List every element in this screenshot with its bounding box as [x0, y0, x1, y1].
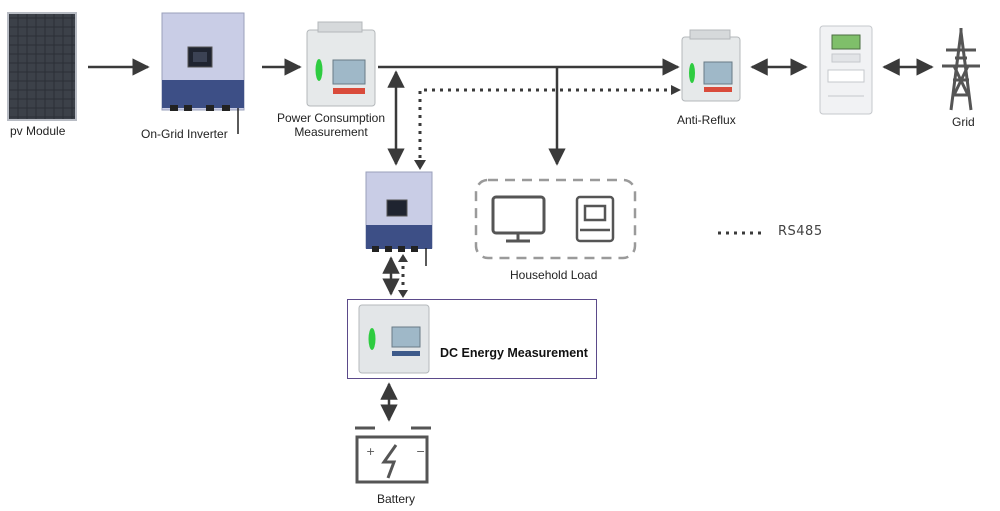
hybrid-inverter-icon: [365, 171, 433, 266]
on-grid-inverter-icon: [161, 12, 245, 134]
grid-meter-icon: [819, 25, 873, 115]
rs485-arrow-head: [414, 160, 426, 170]
pv-module-icon: [7, 12, 77, 121]
battery-icon: + −: [355, 426, 431, 484]
rs485-dc-arrow-down: [398, 290, 408, 298]
power-meter-icon: [306, 21, 376, 107]
measurement-label: Measurement: [294, 125, 368, 139]
on-grid-inverter-label: On-Grid Inverter: [141, 127, 228, 141]
svg-text:−: −: [416, 445, 425, 458]
household-load-label: Household Load: [510, 268, 598, 282]
anti-reflux-meter-icon: [681, 29, 741, 102]
appliance-icon: [575, 195, 615, 243]
battery-label: Battery: [377, 492, 416, 506]
monitor-icon: [491, 195, 546, 243]
rs485-label: RS485: [778, 224, 823, 239]
grid-tower-icon: [942, 28, 980, 111]
svg-text:+: +: [366, 445, 375, 458]
pv-module-label: pv Module: [10, 124, 66, 138]
power-consumption-label: Power Consumption: [276, 111, 386, 125]
rs485-dc-arrow-up: [398, 254, 408, 262]
rs485-bus-arrow-head: [671, 85, 681, 95]
dc-energy-measurement-label: DC Energy Measurement: [440, 346, 588, 360]
grid-label: Grid: [952, 115, 975, 129]
dc-meter-icon: [358, 304, 430, 374]
anti-reflux-label: Anti-Reflux: [677, 113, 736, 127]
household-load-box: [474, 178, 637, 260]
rs485-lines: [401, 88, 762, 294]
rs485-bus-line: [418, 88, 676, 166]
connection-lines: [88, 58, 934, 422]
dc-energy-measurement-box: [347, 299, 597, 379]
